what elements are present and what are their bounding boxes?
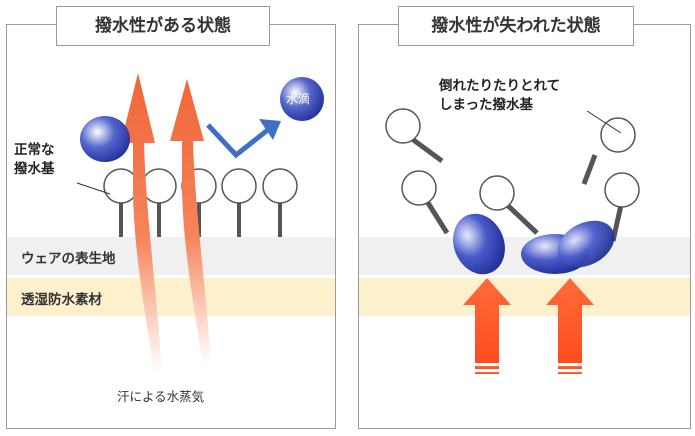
damaged-group-annotation: 倒れたりたりとれて しまった撥水基 — [439, 77, 560, 115]
annotation-pointer — [76, 182, 111, 195]
water-droplet — [80, 116, 130, 162]
right-panel-title: 撥水性が失われた状態 — [398, 6, 634, 46]
blocked-vapor-arrow-left — [463, 278, 511, 374]
vapor-caption: 汗による水蒸気 — [117, 389, 205, 404]
droplet-label: 水滴 — [286, 92, 311, 106]
right-diagram — [385, 108, 640, 374]
repellent-group-stems — [119, 203, 282, 237]
left-panel: ウェアの表生地 透湿防水素材 — [6, 24, 336, 429]
damaged-repellent-groups — [385, 108, 640, 242]
fabric-layer-label: ウェアの表生地 — [21, 251, 116, 267]
labeled-water-droplet — [280, 77, 324, 121]
repellent-group-heads — [103, 168, 298, 204]
bounce-arrow-icon — [206, 123, 271, 159]
spread-droplet-right — [557, 220, 615, 268]
damaged-annotation-line-1: 倒れたりたりとれて — [439, 78, 561, 94]
annotation-line-1: 正常な — [14, 142, 55, 158]
bounce-arrow-head — [259, 119, 281, 140]
membrane-layer: 透湿防水素材 — [7, 278, 335, 316]
spread-droplet-left — [453, 213, 505, 275]
left-diagram — [76, 73, 324, 373]
vapor-arrow-right — [170, 79, 211, 365]
normal-group-annotation: 正常な 撥水基 — [14, 141, 55, 179]
right-membrane-layer — [359, 278, 690, 316]
damaged-annotation-line-2: しまった撥水基 — [439, 97, 533, 113]
vapor-arrow-left — [121, 73, 162, 373]
damaged-annotation-pointer — [586, 110, 622, 134]
membrane-layer-label: 透湿防水素材 — [21, 292, 102, 308]
right-panel: 倒れたりたりとれて しまった撥水基 — [358, 24, 691, 429]
left-panel-title: 撥水性がある状態 — [56, 6, 270, 46]
fabric-layer: ウェアの表生地 — [7, 237, 335, 275]
annotation-line-2: 撥水基 — [14, 161, 55, 177]
blocked-vapor-arrow-right — [546, 278, 594, 374]
